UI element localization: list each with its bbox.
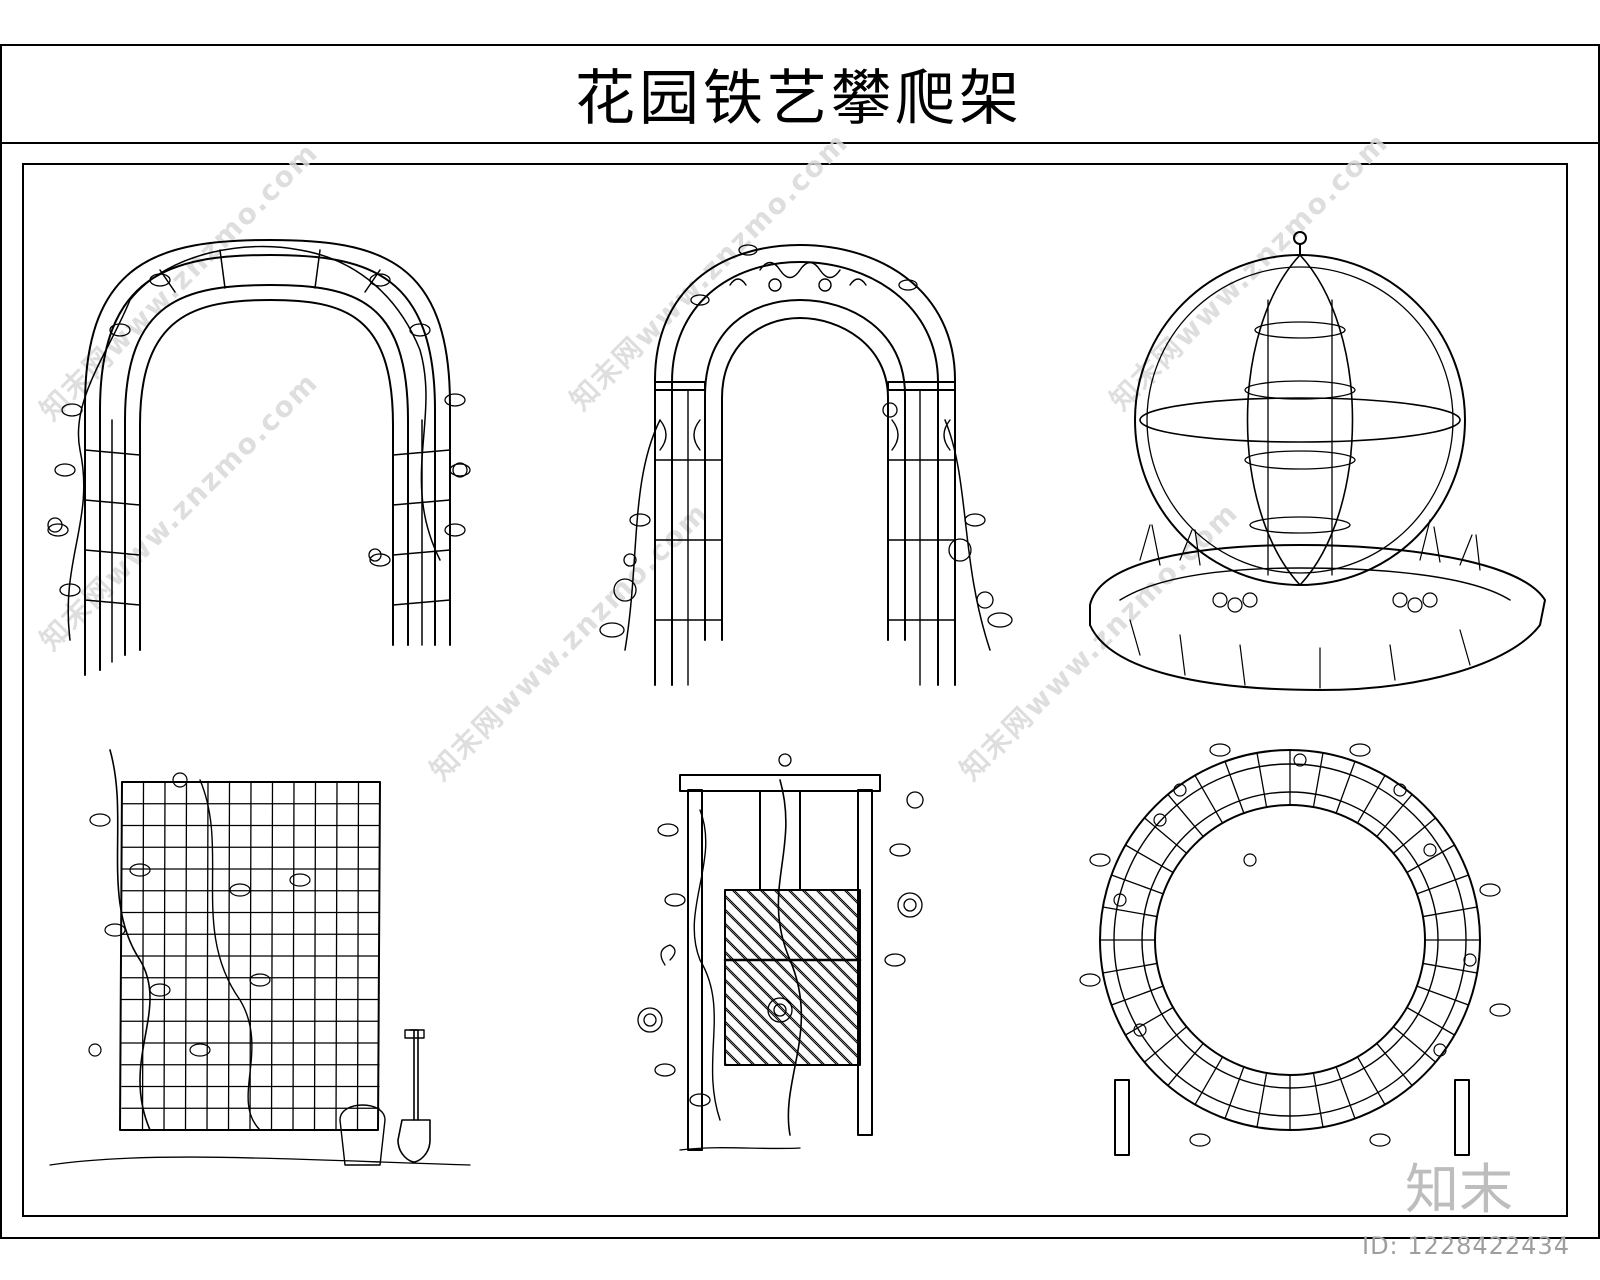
- trellis-bar: [829, 889, 861, 921]
- trellis-bar: [1416, 985, 1470, 1006]
- lattice-panel-trellis: [637, 753, 924, 1151]
- trellis-bar: [724, 924, 861, 1061]
- trellis-bar: [724, 910, 861, 1047]
- trellis-bar: [1256, 1072, 1268, 1128]
- title-band: 花园铁艺攀爬架: [0, 44, 1598, 144]
- trellis-bar: [724, 950, 840, 1066]
- trellis-bar: [724, 1048, 742, 1066]
- trellis-bar: [1392, 817, 1437, 854]
- trellis-bar: [747, 889, 861, 1003]
- trellis-bar: [724, 994, 796, 1066]
- trellis-bar: [724, 936, 854, 1066]
- trellis-bar: [1416, 874, 1470, 895]
- trellis-bar: [1422, 906, 1478, 918]
- trellis-bar: [1143, 817, 1188, 854]
- trellis-bar: [1312, 1072, 1324, 1128]
- trellis-bar: [731, 889, 861, 1019]
- trellis-bar: [1422, 962, 1478, 974]
- trellis-bar: [1102, 962, 1158, 974]
- trellis-bar: [1110, 874, 1164, 895]
- trellis-bar: [1167, 793, 1204, 838]
- trellis-bar: [724, 1008, 782, 1066]
- drawing-title: 花园铁艺攀爬架: [575, 63, 1023, 134]
- trellis-bar: [724, 908, 861, 1045]
- trellis-bar: [801, 889, 861, 949]
- grid-trellis-panel: [49, 749, 471, 1166]
- trellis-bar: [1110, 985, 1164, 1006]
- trellis-bar: [724, 1034, 756, 1066]
- trellis-bar: [1194, 1056, 1224, 1106]
- trellis-bar: [724, 1062, 728, 1066]
- trellis-bar: [1224, 1066, 1245, 1120]
- trellis-bar: [845, 889, 861, 905]
- trellis-bar: [1312, 752, 1324, 808]
- trellis-bar: [745, 889, 861, 1005]
- trellis-bar: [724, 1050, 740, 1066]
- trellis-bar: [724, 992, 798, 1066]
- trellis-bar: [724, 966, 824, 1066]
- trellis-bar: [1167, 1042, 1204, 1087]
- trellis-bar: [1356, 774, 1386, 824]
- trellis-bar: [1124, 1006, 1174, 1036]
- trellis-bar: [1256, 752, 1268, 808]
- trellis-bar: [724, 980, 810, 1066]
- trellis-bar: [1406, 844, 1456, 874]
- trellis-bar: [1224, 760, 1245, 814]
- drawing-border: [0, 44, 1600, 1239]
- trellis-bar: [724, 1022, 768, 1066]
- trellis-bar: [817, 889, 861, 933]
- trellis-bar: [724, 1036, 754, 1066]
- trellis-bar: [1335, 760, 1356, 814]
- trellis-bar: [1392, 1026, 1437, 1063]
- trellis-bar: [724, 964, 826, 1066]
- image-id-label: ID: 1228422434: [1362, 1232, 1570, 1260]
- trellis-bar: [773, 889, 861, 977]
- trellis-bar: [815, 889, 861, 935]
- trellis-bar: [1406, 1006, 1456, 1036]
- trellis-bar: [857, 889, 861, 893]
- trellis-bar: [1335, 1066, 1356, 1120]
- drawing-area-frame: [22, 163, 1568, 1217]
- trellis-bar: [724, 1020, 770, 1066]
- trellis-bar: [724, 894, 861, 1031]
- trellis-bar: [1102, 906, 1158, 918]
- trellis-bar: [1376, 1042, 1413, 1087]
- trellis-bar: [759, 889, 861, 991]
- trellis-bar: [831, 889, 861, 919]
- trellis-bar: [1124, 844, 1174, 874]
- sphere-trellis: [1089, 231, 1546, 691]
- trellis-bar: [1143, 1026, 1188, 1063]
- arch-trellis-rounded: [47, 239, 471, 676]
- trellis-bar: [724, 978, 812, 1066]
- trellis-bar: [789, 889, 861, 961]
- trellis-bar: [1194, 774, 1224, 824]
- trellis-bar: [803, 889, 861, 947]
- trellis-bar: [724, 952, 838, 1066]
- trellis-bar: [1356, 1056, 1386, 1106]
- trellis-bar: [1376, 793, 1413, 838]
- trellis-bar: [724, 1006, 784, 1066]
- trellis-bar: [843, 889, 861, 907]
- trellis-bar: [733, 889, 861, 1017]
- trellis-bar: [724, 922, 861, 1059]
- brand-logo: 知末: [1405, 1158, 1513, 1221]
- round-moongate-trellis: [1079, 743, 1511, 1156]
- arch-trellis-ornate: [599, 244, 1013, 686]
- trellis-bar: [787, 889, 861, 963]
